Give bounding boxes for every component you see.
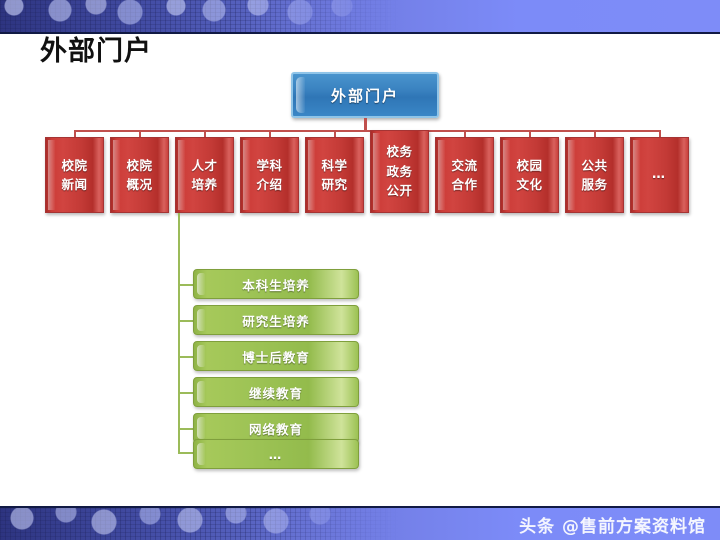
connector-level2-stub-6 <box>178 452 194 454</box>
connector-drop-9 <box>594 130 596 138</box>
org-chart-diagram: 外部门户 校院 新闻 校院 概况 人才 培养 学科 介绍 科学 研究 校务 政务… <box>0 34 720 506</box>
node-level1-4[interactable]: 学科 介绍 <box>240 137 299 213</box>
watermark-text: 头条 @售前方案资料馆 <box>519 517 706 537</box>
connector-drop-7 <box>464 130 466 138</box>
connector-drop-4 <box>269 130 271 138</box>
connector-level2-stub-1 <box>178 284 194 286</box>
node-level1-10-label: … <box>652 166 667 182</box>
node-level1-8[interactable]: 校园 文化 <box>500 137 559 213</box>
header-decoration-band <box>0 0 720 32</box>
node-root-label: 外部门户 <box>330 86 399 105</box>
connector-drop-2 <box>139 130 141 138</box>
connector-drop-5 <box>334 130 336 138</box>
node-level1-2[interactable]: 校院 概况 <box>110 137 169 213</box>
connector-level2-spine <box>178 213 180 453</box>
connector-root-trunk <box>364 118 367 131</box>
footer-pattern-graphic <box>0 508 400 540</box>
header-divider-rule <box>0 32 720 34</box>
node-level1-6[interactable]: 校务 政务 公开 <box>370 130 429 213</box>
node-level1-5-label: 科学 研究 <box>321 157 348 192</box>
connector-level2-stub-3 <box>178 356 194 358</box>
node-level1-6-label: 校务 政务 公开 <box>386 144 413 199</box>
node-level1-5[interactable]: 科学 研究 <box>305 137 364 213</box>
connector-drop-10 <box>659 130 661 138</box>
node-level1-9[interactable]: 公共 服务 <box>565 137 624 213</box>
connector-drop-1 <box>74 130 76 138</box>
node-level2-1-label: 本科生培养 <box>242 277 310 293</box>
connector-level2-stub-5 <box>178 428 194 430</box>
node-level2-2-label: 研究生培养 <box>242 313 310 329</box>
node-level1-2-label: 校院 概况 <box>126 157 153 192</box>
node-level2-2[interactable]: 研究生培养 <box>193 305 359 335</box>
node-level1-9-label: 公共 服务 <box>581 157 608 192</box>
node-level2-6[interactable]: … <box>193 439 359 469</box>
node-level2-1[interactable]: 本科生培养 <box>193 269 359 299</box>
node-level1-8-label: 校园 文化 <box>516 157 543 192</box>
node-level2-3[interactable]: 博士后教育 <box>193 341 359 371</box>
node-level1-1[interactable]: 校院 新闻 <box>45 137 104 213</box>
connector-level2-stub-2 <box>178 320 194 322</box>
node-level1-3-label: 人才 培养 <box>191 157 218 192</box>
node-level1-4-label: 学科 介绍 <box>256 157 283 192</box>
header-pattern-graphic <box>0 0 400 32</box>
node-level2-5-label: 网络教育 <box>248 421 303 437</box>
node-level1-10[interactable]: … <box>630 137 689 213</box>
node-level1-7-label: 交流 合作 <box>451 157 478 192</box>
connector-drop-8 <box>529 130 531 138</box>
page-title: 外部门户 <box>40 36 152 67</box>
connector-level2-stub-4 <box>178 392 194 394</box>
footer-divider-rule <box>0 506 720 508</box>
node-level2-4-label: 继续教育 <box>248 385 303 401</box>
node-root-external-portal[interactable]: 外部门户 <box>291 72 439 118</box>
connector-level1-bus <box>75 130 661 132</box>
level1-node-row: 校院 新闻 校院 概况 人才 培养 学科 介绍 科学 研究 校务 政务 公开 交… <box>0 34 720 214</box>
node-level1-3[interactable]: 人才 培养 <box>175 137 234 213</box>
node-level2-4[interactable]: 继续教育 <box>193 377 359 407</box>
node-level1-7[interactable]: 交流 合作 <box>435 137 494 213</box>
node-level1-1-label: 校院 新闻 <box>61 157 88 192</box>
node-level2-6-label: … <box>268 446 284 462</box>
node-level2-3-label: 博士后教育 <box>242 349 310 365</box>
connector-drop-3 <box>204 130 206 138</box>
footer-decoration-band <box>0 508 720 540</box>
